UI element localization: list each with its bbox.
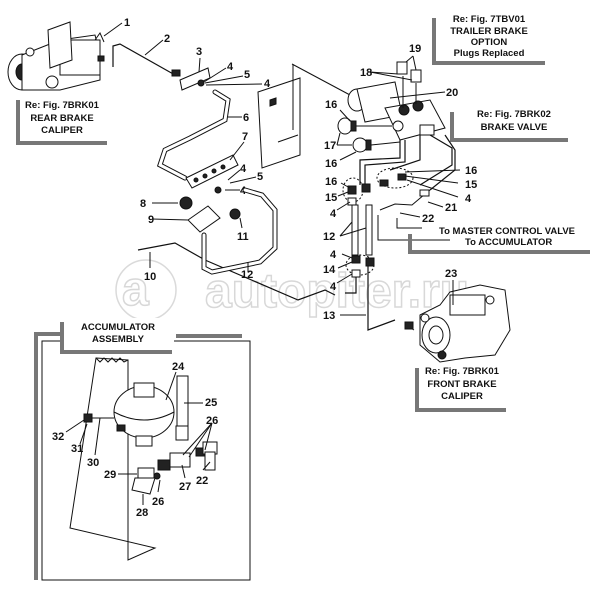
callout-32: 32 [52, 431, 64, 443]
front-brake-caliper [404, 284, 511, 363]
callout-2: 2 [164, 33, 170, 45]
callout-12: 12 [323, 231, 335, 243]
callout-5: 5 [257, 171, 263, 183]
svg-text:Re: Fig. 7BRK01: Re: Fig. 7BRK01 [425, 366, 500, 377]
brake-tube-10 [137, 242, 336, 301]
callout-21: 21 [445, 202, 457, 214]
callout-26: 26 [152, 496, 164, 508]
watermark-text: autopiter.ru [205, 265, 469, 318]
callout-13: 13 [323, 310, 335, 322]
ref-box-trailer-brake: Re: Fig. 7TBV01 TRAILER BRAKE OPTION Plu… [432, 14, 545, 65]
callout-28: 28 [136, 507, 148, 519]
svg-text:Re: Fig. 7BRK02: Re: Fig. 7BRK02 [477, 109, 551, 120]
ref-box-front-caliper: Re: Fig. 7BRK01 FRONT BRAKE CALIPER [415, 366, 506, 412]
note-master-control: To MASTER CONTROL VALVE [439, 226, 575, 237]
callout-4: 4 [330, 281, 337, 293]
callout-24: 24 [172, 361, 185, 373]
callout-15: 15 [325, 192, 337, 204]
hose-12-left [351, 204, 359, 256]
callout-5: 5 [244, 69, 250, 81]
svg-text:Re: Fig. 7BRK01: Re: Fig. 7BRK01 [25, 100, 100, 111]
valve-mount-plate [257, 77, 301, 169]
svg-text:CALIPER: CALIPER [441, 391, 483, 402]
watermark: a autopiter.ru [115, 259, 470, 321]
callout-leader [103, 22, 123, 37]
svg-text:Re: Fig. 7TBV01: Re: Fig. 7TBV01 [453, 14, 526, 25]
callout-31: 31 [71, 443, 83, 455]
svg-text:ACCUMULATOR: ACCUMULATOR [81, 322, 155, 333]
callout-10: 10 [144, 271, 156, 283]
brake-valve [347, 81, 446, 141]
callout-23: 23 [445, 268, 457, 280]
callout-4: 4 [264, 78, 271, 90]
callout-11: 11 [237, 231, 249, 243]
callout-9: 9 [148, 214, 154, 226]
fitting-17b [352, 137, 368, 153]
ref-box-rear-caliper: Re: Fig. 7BRK01 REAR BRAKE CALIPER [16, 100, 107, 145]
callout-30: 30 [87, 457, 99, 469]
callout-18: 18 [360, 67, 372, 79]
callout-4: 4 [330, 208, 337, 220]
callout-16: 16 [325, 99, 337, 111]
fitting-8 [179, 196, 193, 210]
rear-brake-caliper [7, 21, 105, 91]
svg-text:OPTION: OPTION [471, 37, 508, 48]
svg-text:TRAILER BRAKE: TRAILER BRAKE [450, 26, 528, 37]
watermark-logo-glyph: a [122, 263, 149, 316]
callout-15: 15 [465, 179, 477, 191]
ref-box-brake-valve: Re: Fig. 7BRK02 BRAKE VALVE [450, 109, 568, 142]
svg-text:FRONT BRAKE: FRONT BRAKE [427, 379, 496, 390]
callout-4: 4 [240, 163, 247, 175]
accumulator-inset: ACCUMULATOR ASSEMBLY [34, 318, 251, 581]
callout-29: 29 [104, 469, 116, 481]
callout-20: 20 [446, 87, 458, 99]
callout-27: 27 [179, 481, 191, 493]
callout-22: 22 [422, 213, 434, 225]
callout-25: 25 [205, 397, 217, 409]
svg-text:CALIPER: CALIPER [41, 125, 83, 136]
svg-text:Plugs Replaced: Plugs Replaced [454, 48, 525, 59]
callout-3: 3 [196, 46, 202, 58]
callout-26: 26 [206, 415, 218, 427]
mounting-plate-9 [187, 205, 221, 233]
callout-16: 16 [465, 165, 477, 177]
svg-text:BRAKE VALVE: BRAKE VALVE [481, 122, 548, 133]
plug-18a [396, 61, 408, 75]
note-accumulator: To ACCUMULATOR [465, 237, 552, 248]
callout-16: 16 [325, 176, 337, 188]
callout-6: 6 [243, 112, 249, 124]
callout-4: 4 [330, 249, 337, 261]
callout-4: 4 [227, 61, 234, 73]
mounting-bracket [179, 67, 211, 91]
bolt-11 [229, 208, 241, 220]
callout-17: 17 [324, 140, 336, 152]
callout-7: 7 [242, 131, 248, 143]
svg-text:REAR BRAKE: REAR BRAKE [30, 113, 93, 124]
callout-14: 14 [323, 264, 336, 276]
callout-8: 8 [140, 198, 146, 210]
callout-1: 1 [124, 17, 130, 29]
callout-16: 16 [325, 158, 337, 170]
plug-18b [410, 69, 422, 83]
callout-12: 12 [241, 269, 253, 281]
callout-22: 22 [196, 475, 208, 487]
callout-19: 19 [409, 43, 421, 55]
brake-tube-13 [367, 266, 396, 331]
hose-12-right [365, 204, 373, 256]
callout-4: 4 [465, 193, 472, 205]
rear-brake-tube [112, 43, 176, 76]
svg-text:ASSEMBLY: ASSEMBLY [92, 334, 145, 345]
